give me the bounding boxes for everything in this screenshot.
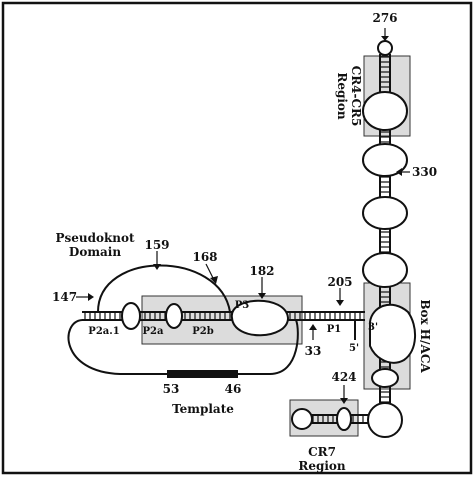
label-159: 159	[144, 238, 169, 252]
internal-loop-lower	[362, 252, 408, 288]
hinge-loop	[369, 303, 416, 364]
box-haca-small-loop	[371, 368, 399, 388]
label-330: 330	[412, 165, 437, 179]
label-53: 53	[163, 382, 180, 396]
cr7-terminal-loop	[291, 408, 313, 430]
label-168: 168	[192, 250, 217, 264]
cr4-cr5-loop	[362, 91, 408, 131]
label-46: 46	[225, 382, 242, 396]
template-bar	[167, 370, 238, 378]
label-p2a: P2a	[143, 326, 164, 337]
internal-loop-330	[362, 143, 408, 177]
pseudoknot-arc	[97, 264, 231, 313]
internal-loop-upper	[362, 196, 408, 230]
template-loop	[67, 319, 299, 375]
label-3-prime: 3'	[368, 322, 378, 333]
p2a1-loop	[121, 302, 141, 330]
p3-loop	[230, 299, 290, 337]
label-33: 33	[305, 344, 322, 358]
label-p2b: P2b	[192, 326, 213, 337]
label-template: Template	[172, 402, 234, 416]
bottom-loop	[367, 402, 403, 438]
label-147: 147	[52, 290, 77, 304]
label-424: 424	[331, 370, 356, 384]
arrows	[76, 28, 410, 404]
p2a-loop	[165, 303, 183, 329]
terminal-loop-276	[377, 40, 393, 56]
label-cr4-cr5-region: CR4-CR5Region	[335, 66, 363, 127]
label-p1: P1	[327, 324, 341, 335]
label-182: 182	[249, 264, 274, 278]
label-205: 205	[327, 275, 352, 289]
label-p2a1: P2a.1	[88, 326, 119, 337]
label-276: 276	[372, 11, 397, 25]
label-p3: P3	[235, 300, 250, 311]
cr7-internal-loop	[336, 407, 352, 431]
label-5-prime: 5'	[349, 343, 359, 354]
label-box-haca: Box H/ACA	[418, 299, 432, 373]
